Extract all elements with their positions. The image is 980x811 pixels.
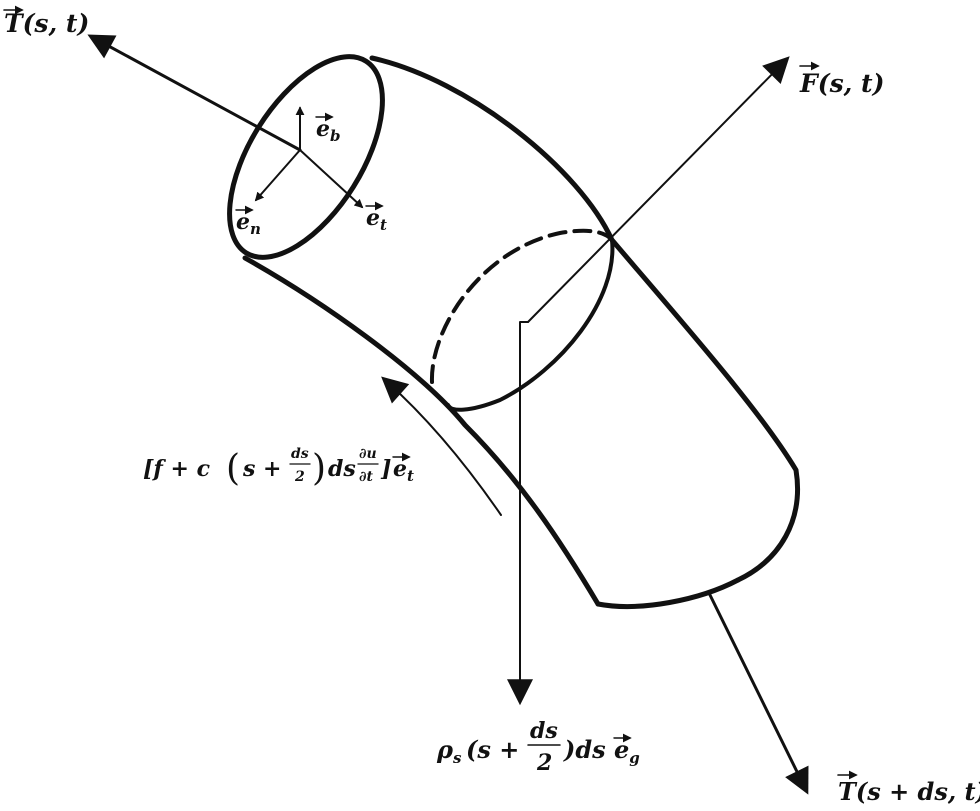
weight-ds-numerator: ds xyxy=(530,718,558,744)
weight-ds-denominator: 2 xyxy=(536,750,552,776)
eb-text: e xyxy=(316,116,330,142)
friction-ds-numerator: ds xyxy=(291,446,309,462)
tension-top-text: T(s, t) xyxy=(4,9,89,38)
weight-close-text: )ds xyxy=(563,735,606,764)
mid-section-back xyxy=(429,228,614,384)
tension-top-label: T(s, t) xyxy=(3,5,89,38)
et-label: et xyxy=(365,201,387,234)
en-text: e xyxy=(236,209,250,235)
svg-text:et: et xyxy=(393,456,414,485)
svg-text:ρs: ρs xyxy=(436,735,462,767)
friction-s-text: s + xyxy=(242,456,281,482)
svg-text:eb: eb xyxy=(316,116,341,145)
weight-label: ρs (s + ds 2 )ds eg xyxy=(436,718,640,776)
weight-rho-subscript: s xyxy=(453,749,462,767)
friction-et-subscript: t xyxy=(407,467,414,485)
mid-section-front xyxy=(446,238,615,412)
friction-et-text: e xyxy=(393,456,407,482)
et-text: e xyxy=(366,205,380,231)
svg-text:en: en xyxy=(236,209,261,238)
force-arrow xyxy=(527,56,790,323)
weight-rho-text: ρ xyxy=(436,735,454,764)
svg-text:eg: eg xyxy=(614,735,640,767)
cable-lower-wall xyxy=(242,255,601,607)
tension-bottom-arrow xyxy=(708,593,809,795)
friction-label: [f + c ( s + ds 2 ) ds ∂u ∂t ] et xyxy=(143,446,414,489)
weight-arrow xyxy=(507,321,533,706)
en-subscript: n xyxy=(250,220,261,238)
et-vector xyxy=(299,149,364,209)
et-subscript: t xyxy=(380,216,387,234)
svg-text:et: et xyxy=(366,205,387,234)
weight-eg-subscript: g xyxy=(629,749,640,767)
en-label: en xyxy=(235,205,261,238)
friction-ds-text: ds xyxy=(328,456,356,482)
svg-text:(: ( xyxy=(226,448,240,489)
friction-arrow xyxy=(381,376,502,516)
friction-dt-denominator: ∂t xyxy=(359,469,373,485)
cable-upper-wall xyxy=(369,55,800,583)
friction-open-text: [f + c xyxy=(143,456,211,482)
friction-ds-denominator: 2 xyxy=(294,469,305,485)
tension-top-arrow xyxy=(87,34,302,152)
cable-top-end-face xyxy=(227,54,385,260)
eb-subscript: b xyxy=(330,127,341,145)
friction-du-numerator: ∂u xyxy=(359,446,377,462)
weight-s-text: (s + xyxy=(466,735,519,764)
friction-close-text: ] xyxy=(380,456,391,482)
tension-bottom-label: T(s + ds, t) xyxy=(837,770,980,806)
tension-bottom-text: T(s + ds, t) xyxy=(838,777,980,806)
en-vector xyxy=(254,149,301,202)
svg-text:): ) xyxy=(312,448,326,489)
cable-bottom-end-arc xyxy=(595,577,741,609)
weight-eg-text: e xyxy=(614,735,629,764)
force-label: F(s, t) xyxy=(799,61,884,98)
eb-label: eb xyxy=(315,112,341,145)
force-text: F(s, t) xyxy=(799,69,884,98)
